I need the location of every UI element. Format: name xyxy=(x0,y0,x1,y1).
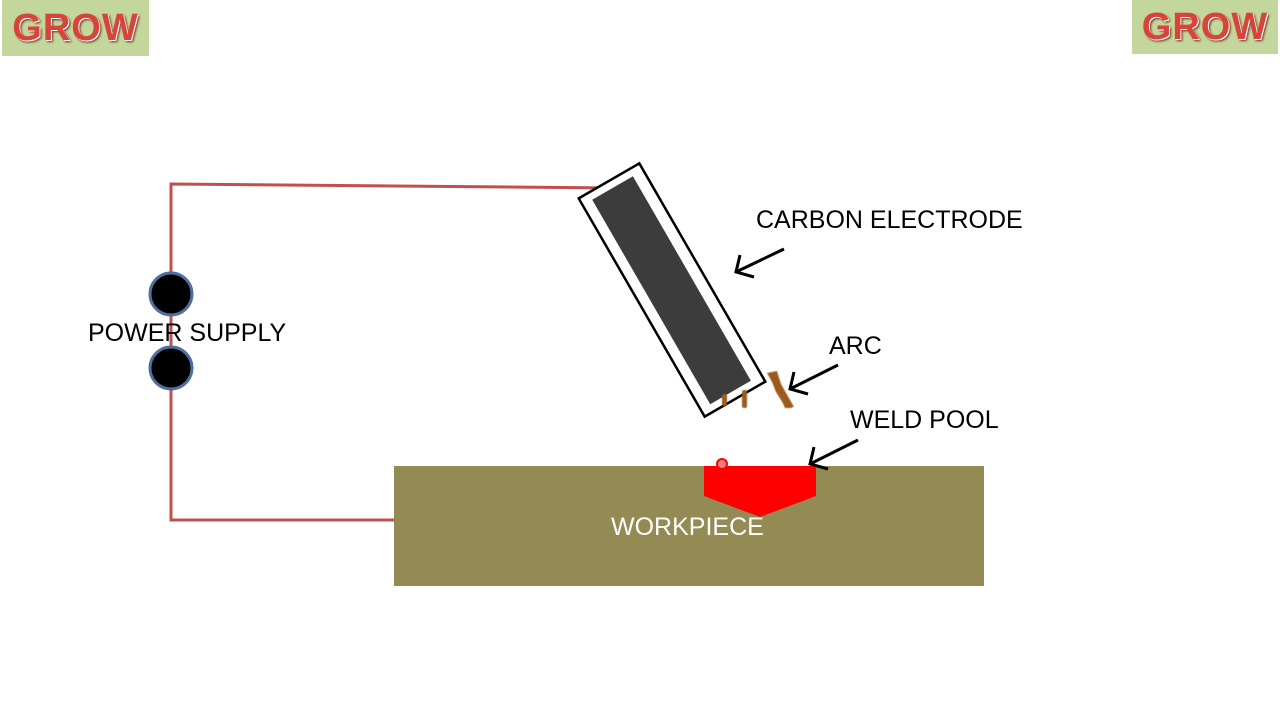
label-power-supply: POWER SUPPLY xyxy=(88,319,287,347)
arrow-electrode xyxy=(734,247,785,279)
weld-spark xyxy=(716,458,728,470)
arrow-weld-pool xyxy=(808,438,859,471)
workpiece xyxy=(394,466,984,586)
label-workpiece: WORKPIECE xyxy=(611,513,764,541)
logo-left: GROW xyxy=(2,0,149,56)
terminal-bottom xyxy=(148,345,194,391)
label-carbon-electrode: CARBON ELECTRODE xyxy=(756,206,1023,234)
weld-pool xyxy=(704,466,816,517)
logo-right: GROW xyxy=(1132,0,1278,54)
arc-sparks xyxy=(722,371,794,408)
label-weld-pool: WELD POOL xyxy=(850,406,999,434)
terminal-top xyxy=(148,271,194,317)
carbon-electrode xyxy=(576,161,768,419)
label-arc: ARC xyxy=(829,332,882,360)
arrow-arc xyxy=(788,363,839,396)
